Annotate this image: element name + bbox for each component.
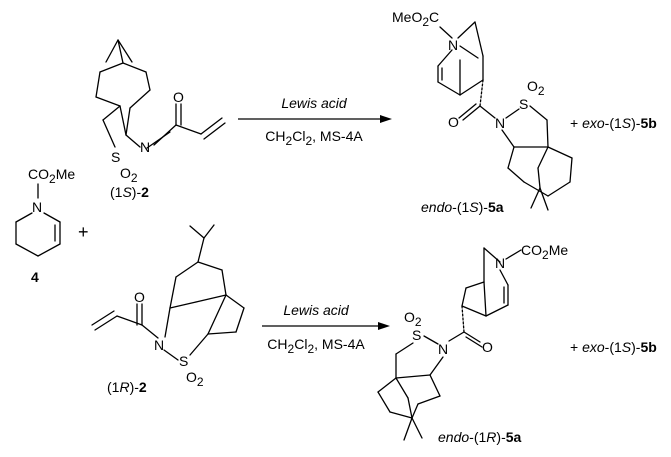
top-product-so2: O2 [527, 78, 545, 98]
top-reactant-o-atom: O [173, 89, 184, 105]
dihydropyridine-4: CO2Me N 4 [15, 166, 75, 285]
reactant-1S-2: S O2 N O (1S)-2 [95, 39, 226, 200]
top-product-n-atom: N [448, 37, 458, 53]
top-reactant-s-atom: S [111, 149, 120, 165]
product-endo-1R-5a: N CO2Me O N S O2 endo-(1R)-5a [377, 242, 568, 445]
top-product-label: endo-(1S)-5a [421, 199, 504, 215]
top-reaction-arrow: Lewis acid CH2Cl2, MS-4A [238, 95, 392, 148]
bottom-condition-solvent: CH2Cl2, MS-4A [267, 336, 365, 356]
dhp-n-atom: N [32, 199, 42, 215]
bottom-product-label: endo-(1R)-5a [438, 429, 522, 445]
bottom-condition-lewis-acid: Lewis acid [283, 302, 350, 318]
bottom-reactant-s-atom: S [179, 353, 188, 369]
compound-4-label: 4 [31, 269, 39, 285]
bottom-reactant-n-atom: N [154, 337, 164, 353]
product-endo-1S-5a: MeO2C N O N S O2 endo-(1S) [392, 9, 573, 215]
top-reactant-so2: O2 [120, 165, 138, 185]
bottom-reactant-label: (1R)-2 [107, 379, 147, 395]
top-condition-lewis-acid: Lewis acid [281, 95, 348, 111]
bottom-reactant-o-atom: O [134, 289, 145, 305]
top-condition-solvent: CH2Cl2, MS-4A [265, 128, 363, 148]
top-reactant-n-atom: N [140, 139, 150, 155]
bottom-product-so2: O2 [404, 309, 422, 329]
top-byproduct-exo-5b: + exo-(1S)-5b [570, 115, 657, 131]
bottom-product-n-atom: N [495, 255, 505, 271]
plus-sign: + [78, 222, 89, 242]
bottom-byproduct-exo-5b: + exo-(1S)-5b [570, 339, 657, 355]
top-reactant-label: (1S)-2 [110, 184, 149, 200]
bottom-product-o-atom: O [482, 339, 493, 355]
bottom-reactant-so2: O2 [186, 369, 204, 389]
bottom-reaction-arrow: Lewis acid CH2Cl2, MS-4A [262, 302, 390, 356]
top-product-o-atom: O [448, 114, 459, 130]
reactant-1R-2: O N S O2 (1R)-2 [91, 224, 245, 395]
top-product-n-amide: N [495, 115, 505, 131]
top-product-ester: MeO2C [392, 9, 439, 29]
bottom-product-n-amide: N [438, 341, 448, 357]
top-product-s-atom: S [519, 96, 528, 112]
dhp-co-text: CO2Me [28, 166, 75, 186]
bottom-product-s-atom: S [412, 327, 421, 343]
bottom-product-ester: CO2Me [521, 242, 568, 262]
